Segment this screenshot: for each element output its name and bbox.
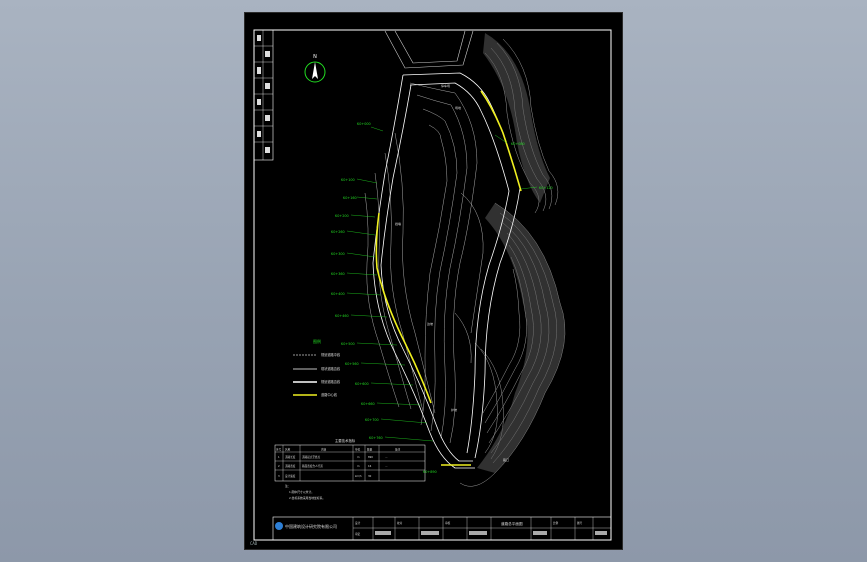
td-0-2: 道路起点至终点 (302, 455, 321, 459)
th-5: 备注 (395, 448, 401, 452)
td-1-5: ... (385, 465, 388, 468)
road-centerline-west (375, 212, 432, 404)
svg-text:边坡: 边坡 (427, 321, 433, 326)
company-logo-icon (275, 522, 283, 530)
svg-text:场地: 场地 (455, 105, 461, 110)
svg-text:K0+300: K0+300 (331, 252, 345, 256)
svg-text:K0+660: K0+660 (361, 402, 375, 406)
legend-label-4: 道路中心线 (321, 392, 338, 397)
svg-text:K0+500: K0+500 (341, 342, 355, 346)
th-1: 名称 (285, 448, 291, 452)
company-name: 中国建筑设计研究院有限公司 (285, 523, 337, 529)
drawing-title: 道路总平面图 (501, 521, 523, 526)
legend-title: 图例 (313, 338, 321, 344)
svg-text:K0+200: K0+200 (335, 214, 349, 218)
svg-text:护坡: 护坡 (451, 407, 457, 412)
tb-field-2: 审核 (445, 521, 451, 525)
sheet-border (253, 29, 612, 541)
corner-mark: CAD (250, 541, 258, 546)
svg-text:挡墙: 挡墙 (395, 221, 401, 226)
drawing-canvas: N (253, 29, 612, 541)
access-road-top (384, 30, 474, 69)
td-1-3: m (357, 465, 360, 468)
svg-text:K0+080: K0+080 (511, 142, 525, 146)
svg-text:N: N (313, 54, 317, 60)
svg-text:K0+760: K0+760 (369, 436, 383, 440)
td-0-5: ... (385, 456, 388, 459)
th-4: 数量 (367, 448, 373, 452)
td-0-3: m (357, 456, 360, 459)
tb-field-5: 图号 (577, 521, 583, 525)
svg-text:K0+000: K0+000 (357, 122, 371, 126)
td-1-2: 路面宽度含人行道 (302, 464, 323, 468)
road-centerline-north (480, 90, 522, 192)
title-block: 中国建筑设计研究院有限公司 道路总平面图 设计 校对 审核 审定 比例 图号 (272, 516, 612, 541)
terrain-fill (477, 33, 565, 473)
svg-text:K0+360: K0+360 (331, 272, 345, 276)
tb-field-0: 设计 (355, 521, 361, 525)
tech-table: 主要技术指标 序号 名称 内容 单位 数量 (274, 438, 426, 482)
svg-text:路口: 路口 (503, 457, 509, 462)
callout-labels: K0+000 K0+100 K0+160 K0+200 K0+260 K0+30… (331, 122, 553, 474)
svg-text:K0+160: K0+160 (343, 196, 357, 200)
td-2-4: 30 (368, 474, 372, 478)
legend-label-3: 规划道路边线 (321, 379, 341, 384)
td-2-1: 设计速度 (285, 474, 296, 478)
svg-text:K0+460: K0+460 (335, 314, 349, 318)
svg-text:K0+100: K0+100 (341, 178, 355, 182)
td-2-0: 3 (278, 474, 280, 478)
td-0-1: 道路长度 (285, 455, 296, 459)
svg-text:K0+400: K0+400 (331, 292, 345, 296)
th-2: 内容 (321, 448, 327, 452)
td-2-3: km/h (355, 474, 362, 478)
svg-text:停车场: 停车场 (441, 83, 450, 88)
note-0: 注： (285, 484, 291, 488)
legend: 图例 规划道路中线 现状道路边线 规划道路边线 道路中心线 (293, 338, 341, 397)
tb-field-1: 校对 (397, 521, 403, 525)
svg-text:K0+120: K0+120 (539, 186, 553, 190)
note-1: 1.图中尺寸以米计。 (289, 490, 314, 494)
legend-label-1: 规划道路中线 (321, 352, 341, 357)
td-1-0: 2 (278, 464, 280, 468)
td-1-1: 道路宽度 (285, 464, 296, 468)
th-3: 单位 (355, 448, 361, 452)
valley-contours (364, 82, 484, 444)
svg-text:K0+260: K0+260 (331, 230, 345, 234)
drawing-sheet: N (245, 13, 622, 549)
binding-strip (253, 29, 274, 161)
site-annotations: 场地 挡墙 边坡 护坡 路口 停车场 (395, 83, 509, 462)
td-0-0: 1 (278, 455, 280, 459)
td-1-4: 16 (368, 464, 372, 468)
svg-text:K0+700: K0+700 (365, 418, 379, 422)
svg-text:K0+890: K0+890 (423, 470, 437, 474)
legend-label-2: 现状道路边线 (321, 366, 341, 371)
notes: 注： 1.图中尺寸以米计。 2.坐标系统采用当地坐标系。 (285, 484, 325, 500)
th-0: 序号 (276, 448, 282, 452)
svg-text:K0+600: K0+600 (355, 382, 369, 386)
note-2: 2.坐标系统采用当地坐标系。 (289, 496, 325, 500)
callout-leaders (346, 126, 538, 442)
tech-table-title: 主要技术指标 (335, 438, 356, 443)
tb-field-3: 审定 (355, 532, 361, 536)
svg-text:K0+560: K0+560 (345, 362, 359, 366)
north-arrow-icon: N (304, 54, 326, 83)
road-edges (372, 72, 521, 469)
tb-field-4: 比例 (553, 521, 559, 525)
td-0-4: 890 (368, 455, 373, 459)
